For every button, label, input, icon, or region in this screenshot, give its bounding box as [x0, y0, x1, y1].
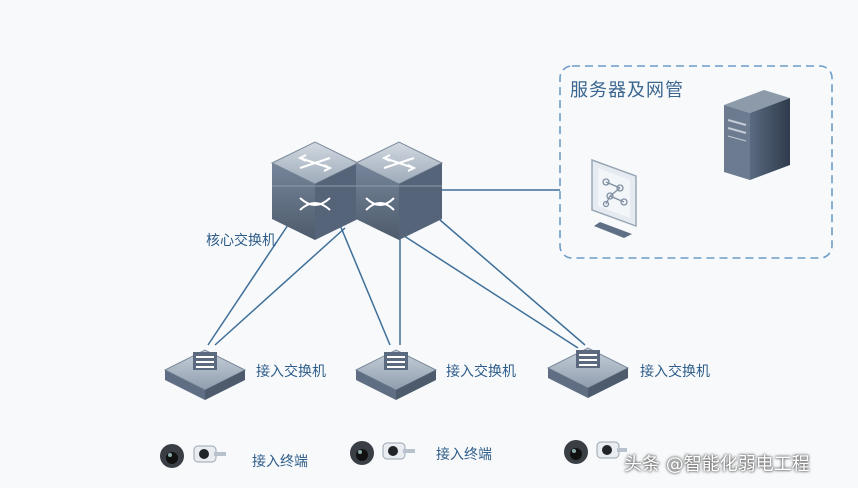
dome-camera-icon [564, 440, 588, 464]
link-core2-to-access3 [439, 219, 586, 346]
monitor-icon [591, 158, 637, 238]
bullet-camera-icon [596, 441, 627, 459]
access-switch-icon [354, 349, 438, 400]
access-switch-icon [163, 349, 247, 400]
access-switch-label-3: 接入交换机 [640, 364, 710, 380]
core-switch-icon [270, 141, 360, 240]
terminal-label-1: 接入终端 [252, 454, 308, 470]
core-switch-icon [354, 141, 444, 240]
access-switch-icon [546, 347, 630, 398]
access-switch-label-1: 接入交换机 [256, 364, 326, 380]
server-tower-icon [724, 90, 790, 180]
core-switch-label: 核心交换机 [206, 233, 276, 249]
dome-camera-icon [160, 444, 184, 468]
server-group-box [559, 65, 833, 259]
access-switch-label-2: 接入交换机 [446, 364, 516, 380]
terminal-label-2: 接入终端 [436, 447, 492, 463]
dome-camera-icon [350, 441, 374, 465]
link-core1-to-access2 [339, 224, 391, 346]
link-core1-to-access1 [207, 224, 289, 346]
link-core2-to-access1 [214, 227, 346, 346]
link-core1-to-access3 [397, 231, 579, 349]
watermark: 头条 @智能化弱电工程 [624, 454, 810, 475]
server-group-label: 服务器及网管 [570, 80, 684, 101]
links [207, 189, 586, 349]
bullet-camera-icon [193, 445, 226, 463]
bullet-camera-icon [382, 442, 415, 460]
